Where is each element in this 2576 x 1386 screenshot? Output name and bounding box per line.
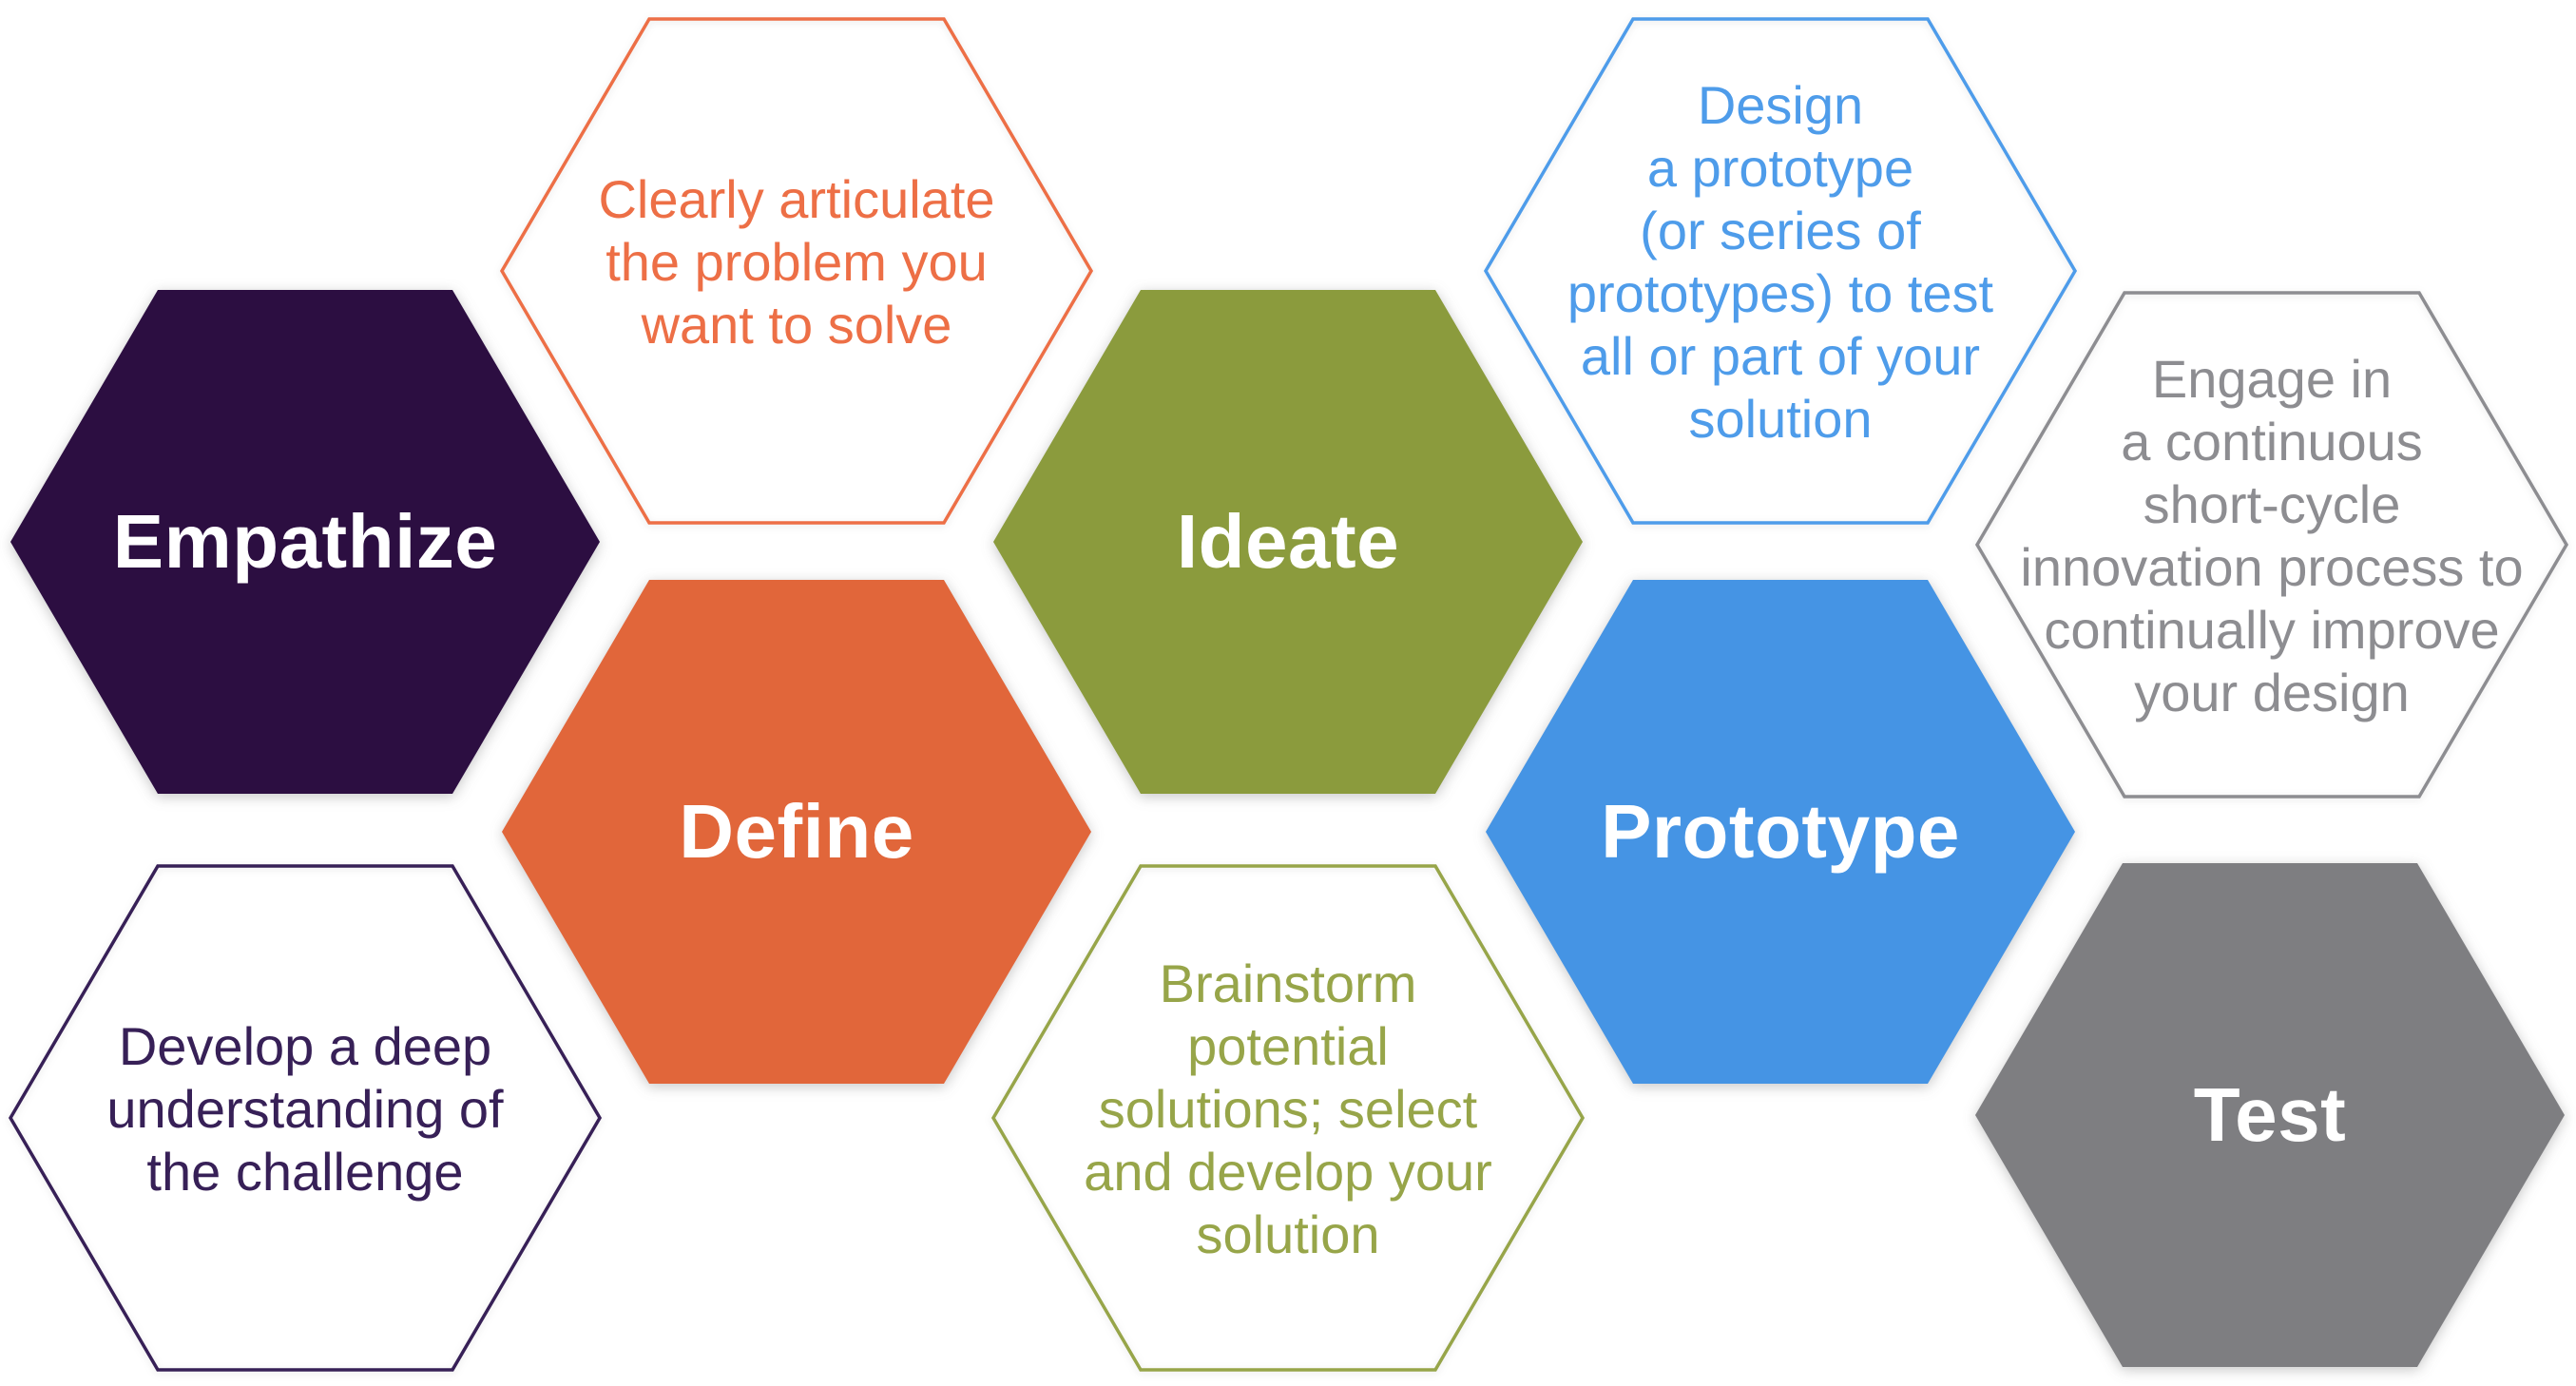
stage-label-text: Test xyxy=(2193,1072,2347,1157)
hexagon-fill-shape xyxy=(502,580,1091,1084)
hexagon-ideate: Ideate xyxy=(993,290,1583,794)
stage-label: Prototype xyxy=(1486,580,2075,1084)
note-line: continually improve xyxy=(2044,600,2500,660)
note-line: all or part of your xyxy=(1580,326,1981,386)
hexagon-outline-shape xyxy=(8,864,603,1372)
hexagon-empathize: Empathize xyxy=(10,290,600,794)
note-line: short-cycle xyxy=(2143,474,2401,534)
stage-label: Empathize xyxy=(10,290,600,794)
hexagon-fill-shape xyxy=(993,290,1583,794)
stage-label: Ideate xyxy=(993,290,1583,794)
note-line: solutions; select xyxy=(1098,1079,1478,1139)
hexagon-define: Define xyxy=(502,580,1091,1084)
stage-label-text: Empathize xyxy=(112,499,498,584)
note-line: a continuous xyxy=(2121,412,2423,472)
hexagon-prototype: Prototype xyxy=(1486,580,2075,1084)
note-line: solution xyxy=(1688,389,1873,449)
note-line: prototypes) to test xyxy=(1567,263,1994,323)
hexagon-fill-shape xyxy=(1975,863,2565,1367)
hexagon-outline-shape xyxy=(499,17,1094,525)
hexagon-outline-shape xyxy=(1483,17,2078,525)
hexagon-fill-shape xyxy=(1486,580,2075,1084)
note-line: want to solve xyxy=(641,295,952,355)
stage-label: Define xyxy=(502,580,1091,1084)
stage-label-text: Define xyxy=(679,789,914,874)
note-line: Clearly articulate xyxy=(598,169,995,229)
note-line: your design xyxy=(2134,663,2410,722)
stage-label-text: Prototype xyxy=(1601,789,1960,874)
note-line: understanding of xyxy=(106,1079,504,1139)
note-line: Engage in xyxy=(2151,349,2393,409)
note-line: Develop a deep xyxy=(118,1016,492,1076)
note-line: innovation process to xyxy=(2020,537,2524,597)
hexagon-outline-shape xyxy=(1974,291,2569,799)
hexagon-outline-shape xyxy=(990,864,1586,1372)
note-line: (or series of xyxy=(1640,201,1921,260)
note-line: and develop your xyxy=(1084,1142,1492,1202)
note-line: a prototype xyxy=(1646,138,1914,198)
note-line: solution xyxy=(1196,1204,1380,1264)
note-line: Brainstorm xyxy=(1159,953,1417,1013)
note-line: Design xyxy=(1697,75,1864,135)
hexagon-test: Test xyxy=(1975,863,2565,1367)
stage-label-text: Ideate xyxy=(1176,499,1400,584)
note-line: the problem you xyxy=(606,232,988,292)
stage-label: Test xyxy=(1975,863,2565,1367)
hexagon-fill-shape xyxy=(10,290,600,794)
note-line: potential xyxy=(1187,1016,1389,1076)
note-line: the challenge xyxy=(146,1142,464,1202)
